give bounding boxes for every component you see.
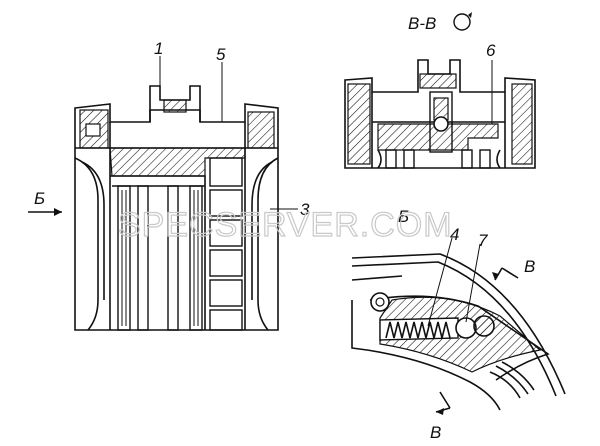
label-section-b-bottom: В <box>430 423 441 442</box>
label-part-6: 6 <box>486 41 496 60</box>
label-part-1: 1 <box>154 39 163 58</box>
label-part-7: 7 <box>478 231 488 250</box>
label-part-4: 4 <box>450 225 459 244</box>
main-view <box>28 56 298 331</box>
section-view <box>344 12 536 169</box>
view-b-title: Б <box>398 207 409 226</box>
section-title: В-В <box>408 14 436 33</box>
label-part-3: 3 <box>300 200 310 219</box>
detail-view-b <box>351 237 566 415</box>
label-view-b-arrow: Б <box>34 189 45 208</box>
label-part-5: 5 <box>216 45 226 64</box>
label-section-b-top: В <box>524 257 535 276</box>
watermark: SPECSERVER.COM <box>118 206 453 244</box>
